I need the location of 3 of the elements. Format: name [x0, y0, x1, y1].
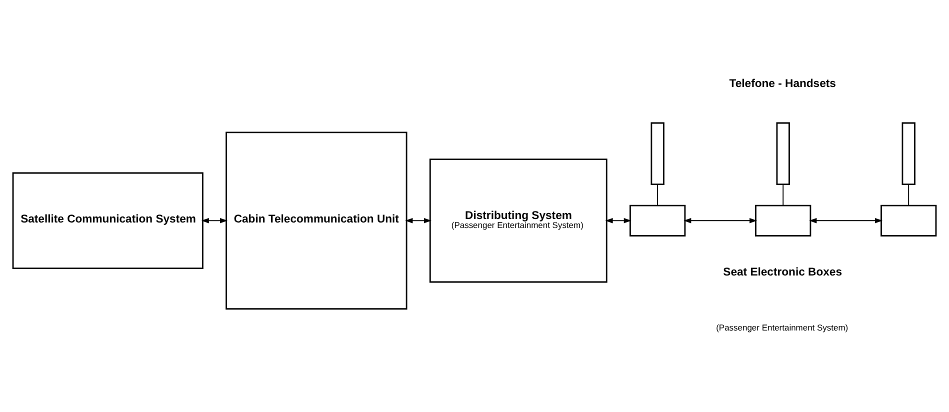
label: Telefone - Handsets: [729, 77, 836, 90]
label: (Passenger Entertainment System): [716, 322, 848, 332]
label: Seat Electronic Boxes: [723, 266, 842, 278]
